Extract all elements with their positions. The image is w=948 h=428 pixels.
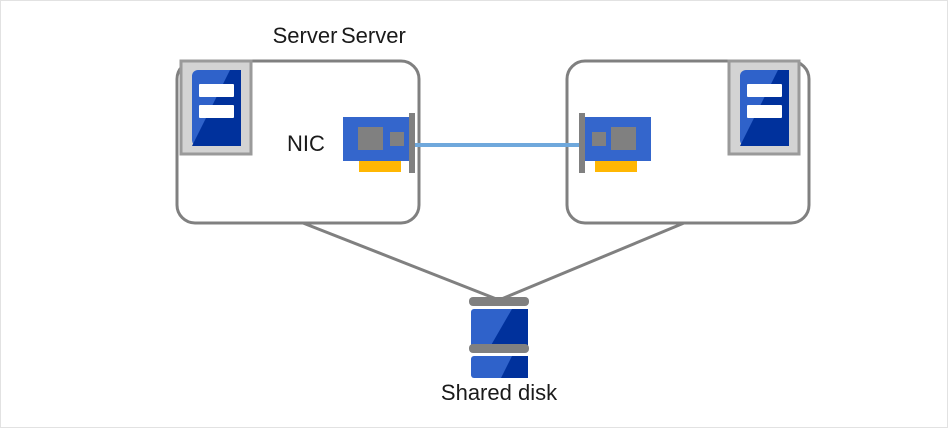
shared-disk-icon[interactable] [469,297,529,378]
server-left-label: Server [272,23,338,48]
server-left-icon [179,59,253,156]
connection-right-server-to-disk [498,221,685,302]
server-right-label: Server [341,23,406,48]
nic-label: NIC [287,131,325,156]
server-left-nic-card[interactable] [343,113,415,173]
server-right-nic-card[interactable] [579,113,651,173]
connection-left-server-to-disk [302,221,500,302]
server-right-icon [727,59,801,156]
shared-disk-label: Shared disk [440,380,558,405]
